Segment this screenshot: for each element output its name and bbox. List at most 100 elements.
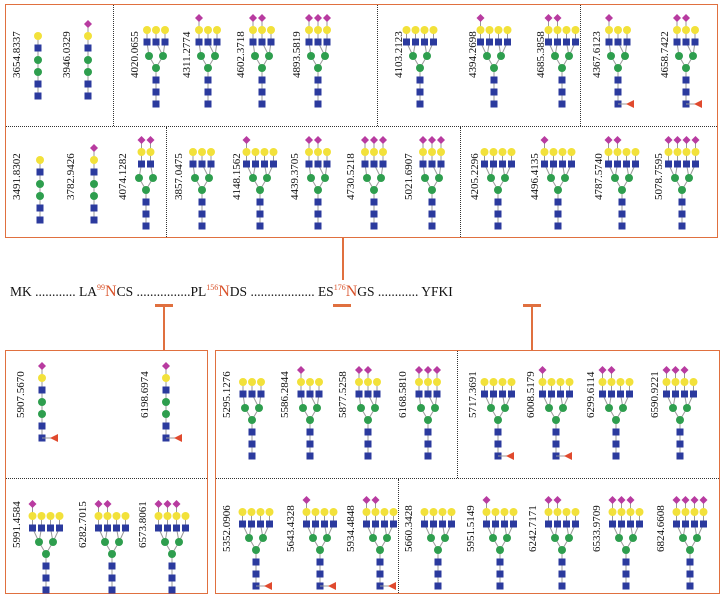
galactose-circle [540,148,549,156]
mass-label: 5877.5258 [337,371,349,418]
mannose-circle [622,546,630,554]
mass-label: 4496.4135 [529,153,541,200]
galactose-circle [428,148,436,156]
hexnac-square [306,452,314,460]
hexnac-square [34,92,42,100]
galactose-circle [424,378,432,386]
hexnac-square [558,570,566,578]
hexnac-square [195,38,203,46]
mass-label: 5717.3691 [467,371,479,418]
hexnac-square [257,390,265,398]
galactose-circle [556,378,565,386]
mannose-circle [115,538,123,546]
mannose-circle [197,52,205,60]
hexnac-square [314,210,322,218]
mannose-circle [487,174,495,182]
hexnac-square [681,390,688,398]
hexnac-square [609,520,616,528]
hexnac-square [416,100,424,108]
galactose-circle [604,148,613,156]
galactose-circle [154,512,163,520]
mannose-circle [441,534,449,542]
mannose-circle [205,174,213,182]
hexnac-square [248,452,256,460]
hexnac-square [36,168,44,176]
mannose-circle [501,174,509,182]
mannose-circle [38,398,46,406]
hexnac-square [363,520,370,528]
mannose-circle [161,538,169,546]
galactose-circle [420,26,429,34]
hexnac-square [566,390,573,398]
mass-label: 5078.7595 [653,153,665,200]
galactose-circle [489,148,498,156]
hexnac-square [104,524,111,532]
mannose-circle [547,174,555,182]
galactose-circle [616,378,625,386]
mannose-circle [559,404,567,412]
hexnac-square [674,160,681,168]
sialic-acid-diamond [195,14,203,22]
hexnac-square [448,520,455,528]
hexnac-square [364,390,372,398]
sialic-acid-diamond [314,14,322,22]
galactose-circle [94,512,103,520]
hexnac-square [364,428,372,436]
sialic-acid-diamond [424,366,432,374]
mannose-circle [101,538,109,546]
mannose-circle [551,534,559,542]
galactose-circle [195,26,203,34]
hexnac-square [673,520,680,528]
hexnac-square [370,210,378,218]
mannose-circle [363,174,371,182]
galactose-circle [260,148,269,156]
mass-label: 3782.9426 [65,153,77,200]
galactose-circle [314,26,322,34]
hexnac-square [152,88,160,96]
hexnac-square [486,38,493,46]
hexnac-square [248,520,255,528]
sialic-acid-diamond [626,496,635,504]
hexnac-square [499,160,506,168]
hexnac-square [412,38,419,46]
sialic-acid-diamond [419,136,427,144]
sialic-acid-diamond [699,496,708,504]
mass-label: 6282.7015 [77,501,89,548]
hexnac-square [539,390,546,398]
hexnac-square [494,198,502,206]
galactose-circle [680,378,689,386]
mass-label: 4685.3858 [535,31,547,78]
hexnac-square [372,520,379,528]
mass-label: 5951.5149 [465,505,477,552]
hexnac-square [90,204,98,212]
site-176-prefix: ES [317,284,334,299]
mannose-circle [621,52,629,60]
galactose-circle [38,374,46,382]
galactose-circle [213,26,221,34]
hexnac-square [90,216,98,224]
hexnac-square [306,428,314,436]
hexnac-square [434,570,442,578]
hexnac-square [261,160,268,168]
mass-label: 4074.1282 [117,153,129,200]
hexnac-square [306,390,314,398]
galactose-circle [37,512,46,520]
hexnac-square [559,160,566,168]
site-156-residue: N [218,283,230,300]
hexnac-square [428,210,436,218]
hexnac-square [608,390,615,398]
hexnac-square [618,520,625,528]
mass-label: 5295.1276 [221,371,233,418]
mannose-circle [503,534,511,542]
hexnac-square [617,390,624,398]
sialic-acid-diamond [672,496,681,504]
mannose-circle [307,52,315,60]
mannose-circle [376,546,384,554]
hexnac-square [305,38,313,46]
hexnac-square [554,222,562,230]
sequence-gap: ................ [136,284,191,299]
site-176-glycan-panel [215,350,720,594]
sialic-acid-diamond [553,14,562,22]
